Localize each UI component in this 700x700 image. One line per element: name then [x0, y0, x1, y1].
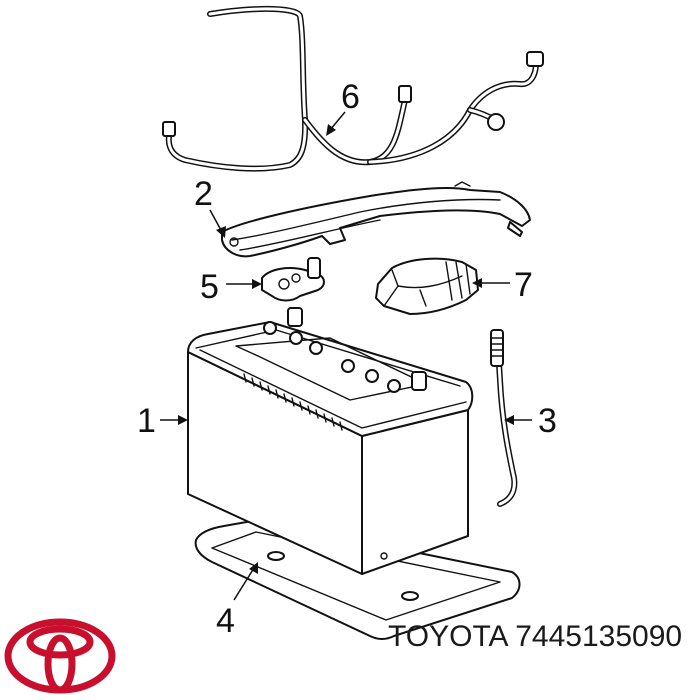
callout-1: 1	[137, 402, 156, 440]
part-number-label: TOYOTA 7445135090	[388, 620, 683, 653]
callout-6: 6	[341, 78, 360, 116]
battery-clamp	[221, 181, 531, 258]
battery	[187, 307, 474, 575]
leader-lines	[160, 111, 532, 601]
wire-harness	[162, 5, 544, 172]
callout-5: 5	[200, 268, 219, 306]
callout-4: 4	[216, 602, 235, 640]
callout-3: 3	[538, 402, 557, 440]
hold-down-rod	[490, 329, 518, 507]
terminal-cover	[261, 257, 325, 302]
toyota-logo-icon	[4, 618, 116, 694]
callout-2: 2	[194, 175, 213, 213]
callout-7: 7	[514, 266, 533, 304]
positive-terminal-cover	[375, 257, 479, 315]
